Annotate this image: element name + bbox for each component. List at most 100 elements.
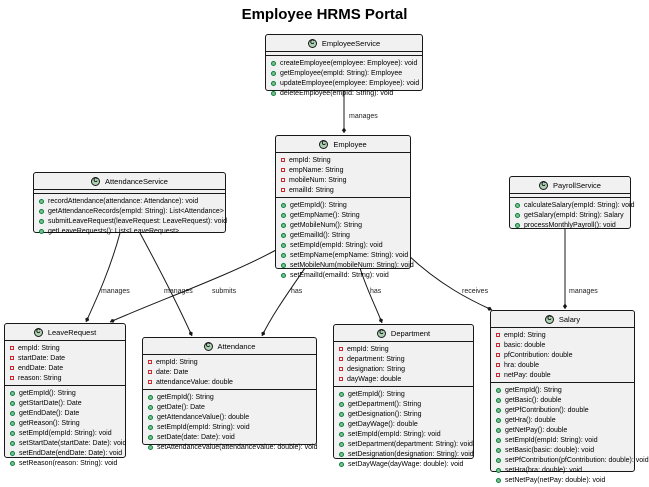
diagram-title: Employee HRMS Portal [241,6,408,23]
public-method-icon [496,387,501,393]
class-leave-request: C LeaveRequest empId: String startDate: … [4,323,126,467]
public-method-icon [10,400,15,406]
public-method-icon [281,222,286,228]
relation-attendanceservice-leaverequest: manages [85,232,130,323]
public-method-icon [10,390,15,396]
method-row: getEmpId(): String [491,385,634,395]
class-name: Attendance [217,341,256,351]
field-row: basic: double [491,340,634,350]
method-row: getEmployee(empId: String): Employee [266,68,422,78]
method-row: setAttendanceValue(attendanceValue: doub… [143,442,317,452]
class-employee: C Employee empId: String empName: String… [275,135,414,279]
method-row: getReason(): String [5,418,125,428]
field-row: emailId: String [276,185,410,195]
method-row: getNetPay(): double [491,425,634,435]
private-field-icon [148,380,152,384]
method-row: getDayWage(): double [334,419,473,429]
public-method-icon [515,202,520,208]
public-method-icon [339,401,344,407]
field-row: date: Date [143,367,316,377]
public-method-icon [281,232,286,238]
public-method-icon [271,70,276,76]
field-row: attendanceValue: double [143,377,316,387]
private-field-icon [496,373,500,377]
field-row: endDate: Date [5,363,125,373]
methods-section: getEmpId(): String getStartDate(): Date … [5,385,126,470]
method-row: getEmpId(): String [276,200,410,210]
class-header: C Salary [491,311,634,328]
method-row: setStartDate(startDate: Date): void [5,438,126,448]
class-payroll-service: C PayrollService calculateSalary(empId: … [509,176,635,232]
private-field-icon [339,377,343,381]
public-method-icon [10,440,15,446]
private-field-icon [148,370,152,374]
public-method-icon [496,417,501,423]
methods-section: getEmpId(): String getBasic(): double ge… [491,382,649,487]
public-method-icon [515,212,520,218]
method-row: setEmpId(empId: String): void [5,428,125,438]
public-method-icon [496,447,501,453]
class-name: Salary [558,314,581,324]
relation-payrollservice-salary: manages [562,229,598,309]
private-field-icon [281,158,285,162]
private-field-icon [10,366,14,370]
public-method-icon [39,198,44,204]
method-row: setEmpId(empId: String): void [491,435,634,445]
public-method-icon [10,430,15,436]
field-row: empId: String [334,344,473,354]
field-row: empId: String [276,155,410,165]
class-header: C AttendanceService [34,173,225,190]
method-row: getDesignation(): String [334,409,473,419]
method-row: setEndDate(endDate: Date): void [5,448,125,458]
field-row: department: String [334,354,473,364]
method-row: setEmpId(empId: String): void [143,422,316,432]
method-row: getHra(): double [491,415,634,425]
public-method-icon [10,420,15,426]
public-method-icon [281,262,286,268]
field-row: pfContribution: double [491,350,634,360]
methods-section: getEmpId(): String getDate(): Date getAt… [143,389,317,454]
private-field-icon [10,346,14,350]
class-icon: C [319,139,329,149]
method-row: getAttendanceValue(): double [143,412,316,422]
methods-section: calculateSalary(empId: String): void get… [510,197,635,232]
class-header: C Department [334,325,473,342]
public-method-icon [281,242,286,248]
relations-layer: manages manages manages submits has has … [85,90,598,337]
field-row: reason: String [5,373,125,383]
public-method-icon [148,404,153,410]
field-row: empId: String [491,330,634,340]
relation-label: has [291,288,303,295]
methods-section: createEmployee(employee: Employee): void… [266,55,422,100]
relation-label: manages [569,288,598,295]
method-row: setEmailId(emailId: String): void [276,270,410,280]
public-method-icon [339,391,344,397]
relation-label: has [370,288,382,295]
class-icon: C [539,180,549,190]
method-row: getMobileNum(): String [276,220,410,230]
private-field-icon [281,168,285,172]
method-row: updateEmployee(employee: Employee): void [266,78,422,88]
relation-label: receives [462,288,489,295]
relation-label: manages [164,288,193,295]
relation-label: submits [212,288,237,295]
method-row: getSalary(empId: String): Salary [510,210,630,220]
class-icon: C [376,328,386,338]
public-method-icon [271,60,276,66]
public-method-icon [281,272,286,278]
public-method-icon [271,80,276,86]
private-field-icon [339,367,343,371]
public-method-icon [339,431,344,437]
method-row: setBasic(basic: double): void [491,445,634,455]
method-row: submitLeaveRequest(leaveRequest: LeaveRe… [34,216,227,226]
methods-section: getEmpId(): String getDepartment(): Stri… [334,386,474,471]
relation-attendanceservice-attendance: manages [139,232,193,337]
class-employee-service: C EmployeeService createEmployee(employe… [265,34,423,97]
class-icon: C [307,38,317,48]
method-row: getPfContribution(): double [491,405,634,415]
private-field-icon [281,188,285,192]
method-row: setEmpId(empId: String): void [334,429,473,439]
private-field-icon [10,376,14,380]
public-method-icon [281,202,286,208]
public-method-icon [496,457,501,463]
